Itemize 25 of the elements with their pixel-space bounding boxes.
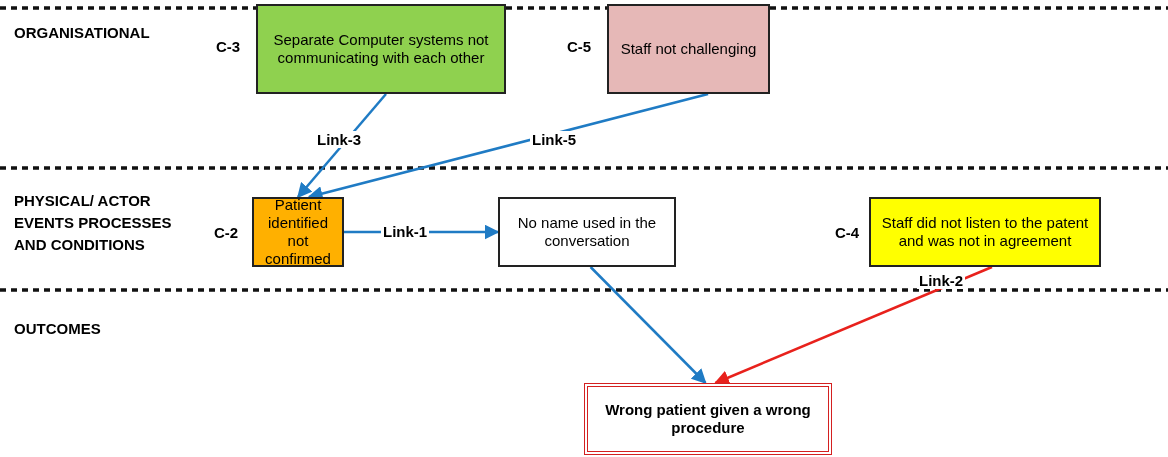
process-box [869, 197, 1101, 267]
box-text: Wrong patient given a wrong procedure [604, 401, 812, 437]
box-text: Staff not challenging [620, 40, 757, 58]
process-box [584, 383, 832, 455]
lane-label: ORGANISATIONAL [14, 23, 151, 43]
process-box [252, 197, 344, 267]
process-box [498, 197, 676, 267]
edge-label: Link-2 [917, 272, 966, 289]
cause-code: C-3 [216, 38, 241, 55]
arrow [714, 265, 993, 385]
cause-code: C-5 [567, 38, 592, 55]
lane-label: PHYSICAL/ ACTOR EVENTS PROCESSES AND CONDITIONS [14, 191, 173, 255]
cause-code: C-2 [214, 224, 239, 241]
process-box [607, 4, 770, 94]
box-text: Separate Computer systems not communicating with each other [272, 31, 490, 67]
edge-label: Link-5 [530, 131, 579, 148]
box-text: No name used in the conversation [516, 214, 658, 250]
cause-code: C-4 [835, 224, 860, 241]
box-text: Staff did not listen to the patent and was not in agreement [880, 214, 1090, 250]
arrow [589, 266, 707, 385]
box-text: Patient identified not confirmed [264, 196, 332, 268]
process-box [256, 4, 506, 94]
lane-label: OUTCOMES [14, 319, 102, 339]
edge-label: Link-1 [381, 223, 430, 240]
edge-label: Link-3 [315, 131, 364, 148]
